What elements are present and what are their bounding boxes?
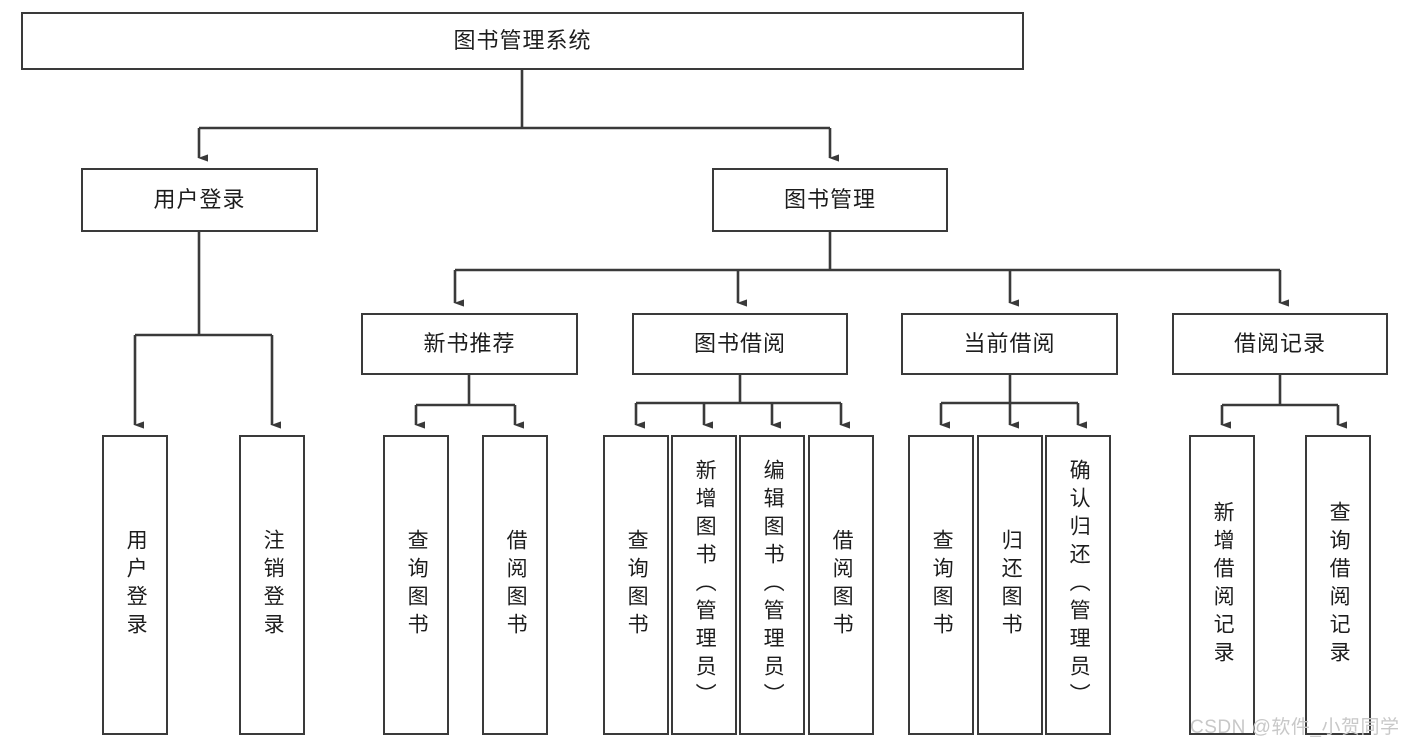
- leaf-query-borrow-record[interactable]: 查询借阅记录: [1305, 435, 1371, 735]
- leaf-query-books-current[interactable]: 查询图书: [908, 435, 974, 735]
- node-new-book-recommend[interactable]: 新书推荐: [361, 313, 578, 375]
- leaf-borrow-books-recommend[interactable]: 借阅图书: [482, 435, 548, 735]
- leaf-query-books-borrow[interactable]: 查询图书: [603, 435, 669, 735]
- node-user-login[interactable]: 用户登录: [81, 168, 318, 232]
- node-book-management[interactable]: 图书管理: [712, 168, 948, 232]
- leaf-add-borrow-record[interactable]: 新增借阅记录: [1189, 435, 1255, 735]
- node-borrow-records[interactable]: 借阅记录: [1172, 313, 1388, 375]
- node-current-borrow[interactable]: 当前借阅: [901, 313, 1118, 375]
- leaf-query-books-recommend[interactable]: 查询图书: [383, 435, 449, 735]
- leaf-add-book-admin[interactable]: 新增图书（管理员）: [671, 435, 737, 735]
- leaf-return-book[interactable]: 归还图书: [977, 435, 1043, 735]
- leaf-confirm-return-admin[interactable]: 确认归还（管理员）: [1045, 435, 1111, 735]
- node-book-borrow[interactable]: 图书借阅: [632, 313, 848, 375]
- leaf-logout[interactable]: 注销登录: [239, 435, 305, 735]
- leaf-user-login[interactable]: 用户登录: [102, 435, 168, 735]
- csdn-watermark: CSDN @软件_小贺同学: [1190, 717, 1400, 738]
- leaf-borrow-book[interactable]: 借阅图书: [808, 435, 874, 735]
- leaf-edit-book-admin[interactable]: 编辑图书（管理员）: [739, 435, 805, 735]
- node-root-system[interactable]: 图书管理系统: [21, 12, 1024, 70]
